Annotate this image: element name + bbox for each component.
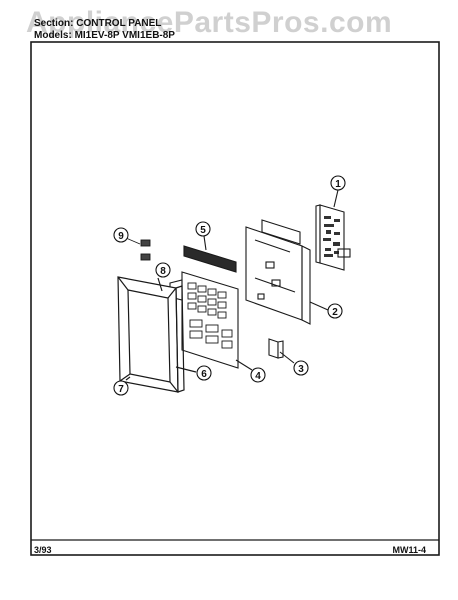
callout-6: 6 bbox=[196, 365, 212, 381]
svg-text:7: 7 bbox=[118, 384, 124, 395]
callout-2: 2 bbox=[327, 303, 343, 319]
section-header: Section: CONTROL PANEL bbox=[34, 18, 161, 29]
callout-4: 4 bbox=[250, 367, 266, 383]
callout-9: 9 bbox=[113, 227, 129, 243]
callout-8: 8 bbox=[155, 262, 171, 278]
section-value: CONTROL PANEL bbox=[76, 18, 162, 29]
part-clip bbox=[268, 338, 295, 364]
svg-text:3: 3 bbox=[298, 364, 304, 375]
callout-5: 5 bbox=[195, 221, 211, 237]
part-control-board bbox=[315, 189, 351, 271]
svg-text:8: 8 bbox=[160, 266, 166, 277]
page-border bbox=[30, 41, 440, 556]
watermark: AppliancePartsPros.com bbox=[26, 6, 393, 39]
callout-7: 7 bbox=[113, 380, 129, 396]
footer-page-code: MW11-4 bbox=[392, 545, 426, 555]
part-keypad bbox=[169, 271, 253, 371]
svg-text:2: 2 bbox=[332, 307, 338, 318]
part-bezel-frame bbox=[117, 276, 197, 393]
models-value: MI1EV-8P VMI1EB-8P bbox=[74, 30, 175, 41]
svg-text:6: 6 bbox=[201, 369, 207, 380]
svg-text:4: 4 bbox=[255, 371, 261, 382]
section-label: Section: bbox=[34, 18, 74, 29]
svg-text:5: 5 bbox=[200, 225, 206, 236]
models-label: Models: bbox=[34, 30, 72, 41]
part-fasteners bbox=[125, 237, 151, 261]
svg-text:9: 9 bbox=[118, 231, 124, 242]
models-header: Models: MI1EV-8P VMI1EB-8P bbox=[34, 30, 175, 41]
part-mounting-bracket bbox=[245, 219, 329, 325]
callout-3: 3 bbox=[293, 360, 309, 376]
svg-text:1: 1 bbox=[335, 179, 341, 190]
part-window-strip bbox=[183, 235, 237, 273]
footer-date: 3/93 bbox=[34, 545, 52, 555]
callout-1: 1 bbox=[330, 175, 346, 191]
